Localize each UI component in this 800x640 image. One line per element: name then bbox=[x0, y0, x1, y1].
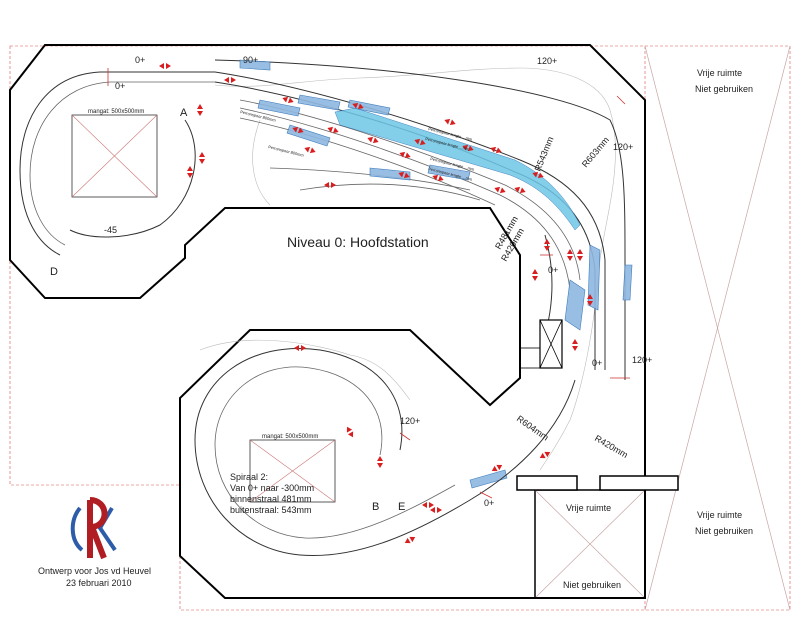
direction-arrow bbox=[404, 536, 416, 544]
buffer-block-left bbox=[516, 475, 578, 491]
direction-arrow bbox=[544, 239, 550, 251]
free-space-bottom-label: Vrije ruimte bbox=[566, 503, 611, 513]
svg-text:binnenstraal 481mm: binnenstraal 481mm bbox=[230, 494, 312, 504]
direction-arrow bbox=[494, 186, 506, 194]
level-label: 120+ bbox=[632, 355, 652, 365]
direction-arrow bbox=[292, 126, 304, 134]
direction-arrow bbox=[430, 507, 442, 513]
radius-label: R604mm bbox=[515, 413, 551, 442]
platform-note: Perronspoor 800mm bbox=[240, 109, 277, 123]
direction-arrow bbox=[490, 146, 502, 154]
scenery-contour-2 bbox=[252, 119, 271, 206]
free-space-right-label: Vrije ruimte bbox=[697, 68, 742, 78]
manhole-top-label: mangat: 500x500mm bbox=[88, 109, 144, 115]
direction-arrow bbox=[224, 77, 236, 83]
direction-arrow bbox=[572, 339, 578, 351]
level-label: 120+ bbox=[537, 56, 557, 66]
direction-arrow bbox=[532, 171, 544, 179]
spiral-note: Spiraal 2: Van 0+ naar -300mm binnenstra… bbox=[230, 472, 314, 515]
marker-label: A bbox=[180, 107, 188, 119]
direction-arrow bbox=[324, 182, 336, 188]
direction-arrow bbox=[377, 456, 383, 468]
direction-arrow bbox=[432, 174, 444, 182]
level-label: 0+ bbox=[592, 358, 602, 368]
direction-arrow bbox=[414, 138, 426, 146]
direction-arrow bbox=[539, 451, 551, 459]
level-label: 120+ bbox=[613, 142, 633, 152]
top-left-loop bbox=[19, 71, 215, 256]
free-space-bottom-note: Niet gebruiken bbox=[563, 580, 621, 590]
marker-label: E bbox=[398, 501, 405, 513]
baseboard-outline bbox=[9, 44, 646, 599]
svg-text:buitenstraal: 543mm: buitenstraal: 543mm bbox=[230, 505, 312, 515]
direction-arrow bbox=[567, 249, 573, 261]
direction-arrows bbox=[159, 63, 593, 544]
scenery-contour bbox=[214, 67, 616, 471]
free-space-right bbox=[644, 45, 791, 611]
marker-label: B bbox=[372, 501, 379, 513]
platform-note: Perronspoor 800mm bbox=[268, 144, 305, 158]
direction-arrow bbox=[352, 102, 364, 110]
direction-arrow bbox=[444, 118, 456, 126]
platform bbox=[334, 107, 581, 231]
direction-arrow bbox=[462, 144, 474, 152]
station-tracks bbox=[214, 59, 626, 380]
level-label: 0+ bbox=[484, 498, 494, 508]
direction-arrow bbox=[577, 249, 583, 261]
level-label: -45 bbox=[104, 225, 117, 235]
direction-arrow bbox=[187, 166, 193, 178]
radius-label: R603mm bbox=[580, 135, 611, 169]
direction-arrow bbox=[197, 104, 203, 116]
station-building bbox=[519, 319, 563, 369]
direction-arrow bbox=[491, 464, 503, 472]
direction-arrow bbox=[399, 151, 411, 159]
direction-arrow bbox=[587, 294, 593, 306]
level-label: 120+ bbox=[400, 416, 420, 426]
direction-arrow bbox=[327, 126, 339, 134]
direction-arrow bbox=[304, 146, 316, 154]
title-label: Niveau 0: Hoofdstation bbox=[287, 234, 429, 250]
level-label: 0+ bbox=[548, 265, 558, 275]
radius-label: R543mm bbox=[533, 135, 556, 173]
level-label: 0+ bbox=[135, 55, 145, 65]
direction-arrow bbox=[422, 502, 434, 508]
signature-line-1: Ontwerp voor Jos vd Heuvel bbox=[38, 566, 151, 576]
marker-label: D bbox=[50, 266, 58, 278]
manhole-bottom-label: mangat: 500x500mm bbox=[262, 434, 318, 440]
radius-label: R420mm bbox=[593, 433, 630, 460]
direction-arrow bbox=[514, 186, 526, 194]
direction-arrow bbox=[346, 426, 354, 438]
manhole-top bbox=[71, 114, 158, 198]
direction-arrow bbox=[294, 345, 306, 351]
direction-arrow bbox=[398, 171, 410, 179]
switches bbox=[239, 59, 633, 489]
manhole-bottom bbox=[249, 439, 336, 503]
direction-arrow bbox=[532, 269, 538, 281]
scenery-contour-3 bbox=[199, 339, 411, 401]
direction-arrow bbox=[199, 152, 205, 164]
direction-arrow bbox=[282, 96, 294, 104]
bottom-spiral bbox=[194, 348, 576, 557]
direction-arrow bbox=[367, 136, 379, 144]
svg-text:Spiraal 2:: Spiraal 2: bbox=[230, 472, 268, 482]
buffer-block-right bbox=[599, 475, 679, 491]
level-label: 0+ bbox=[115, 81, 125, 91]
svg-text:Van 0+ naar -300mm: Van 0+ naar -300mm bbox=[230, 483, 314, 493]
level-label: 90+ bbox=[243, 55, 258, 65]
signature-line-2: 23 februari 2010 bbox=[66, 578, 132, 588]
free-space-right-label-2: Vrije ruimte bbox=[697, 510, 742, 520]
free-space-right-note-2: Niet gebruiken bbox=[695, 526, 753, 536]
level-ticks bbox=[107, 68, 630, 499]
rk-logo bbox=[70, 497, 117, 560]
direction-arrow bbox=[159, 63, 171, 69]
free-space-right-note: Niet gebruiken bbox=[695, 84, 753, 94]
